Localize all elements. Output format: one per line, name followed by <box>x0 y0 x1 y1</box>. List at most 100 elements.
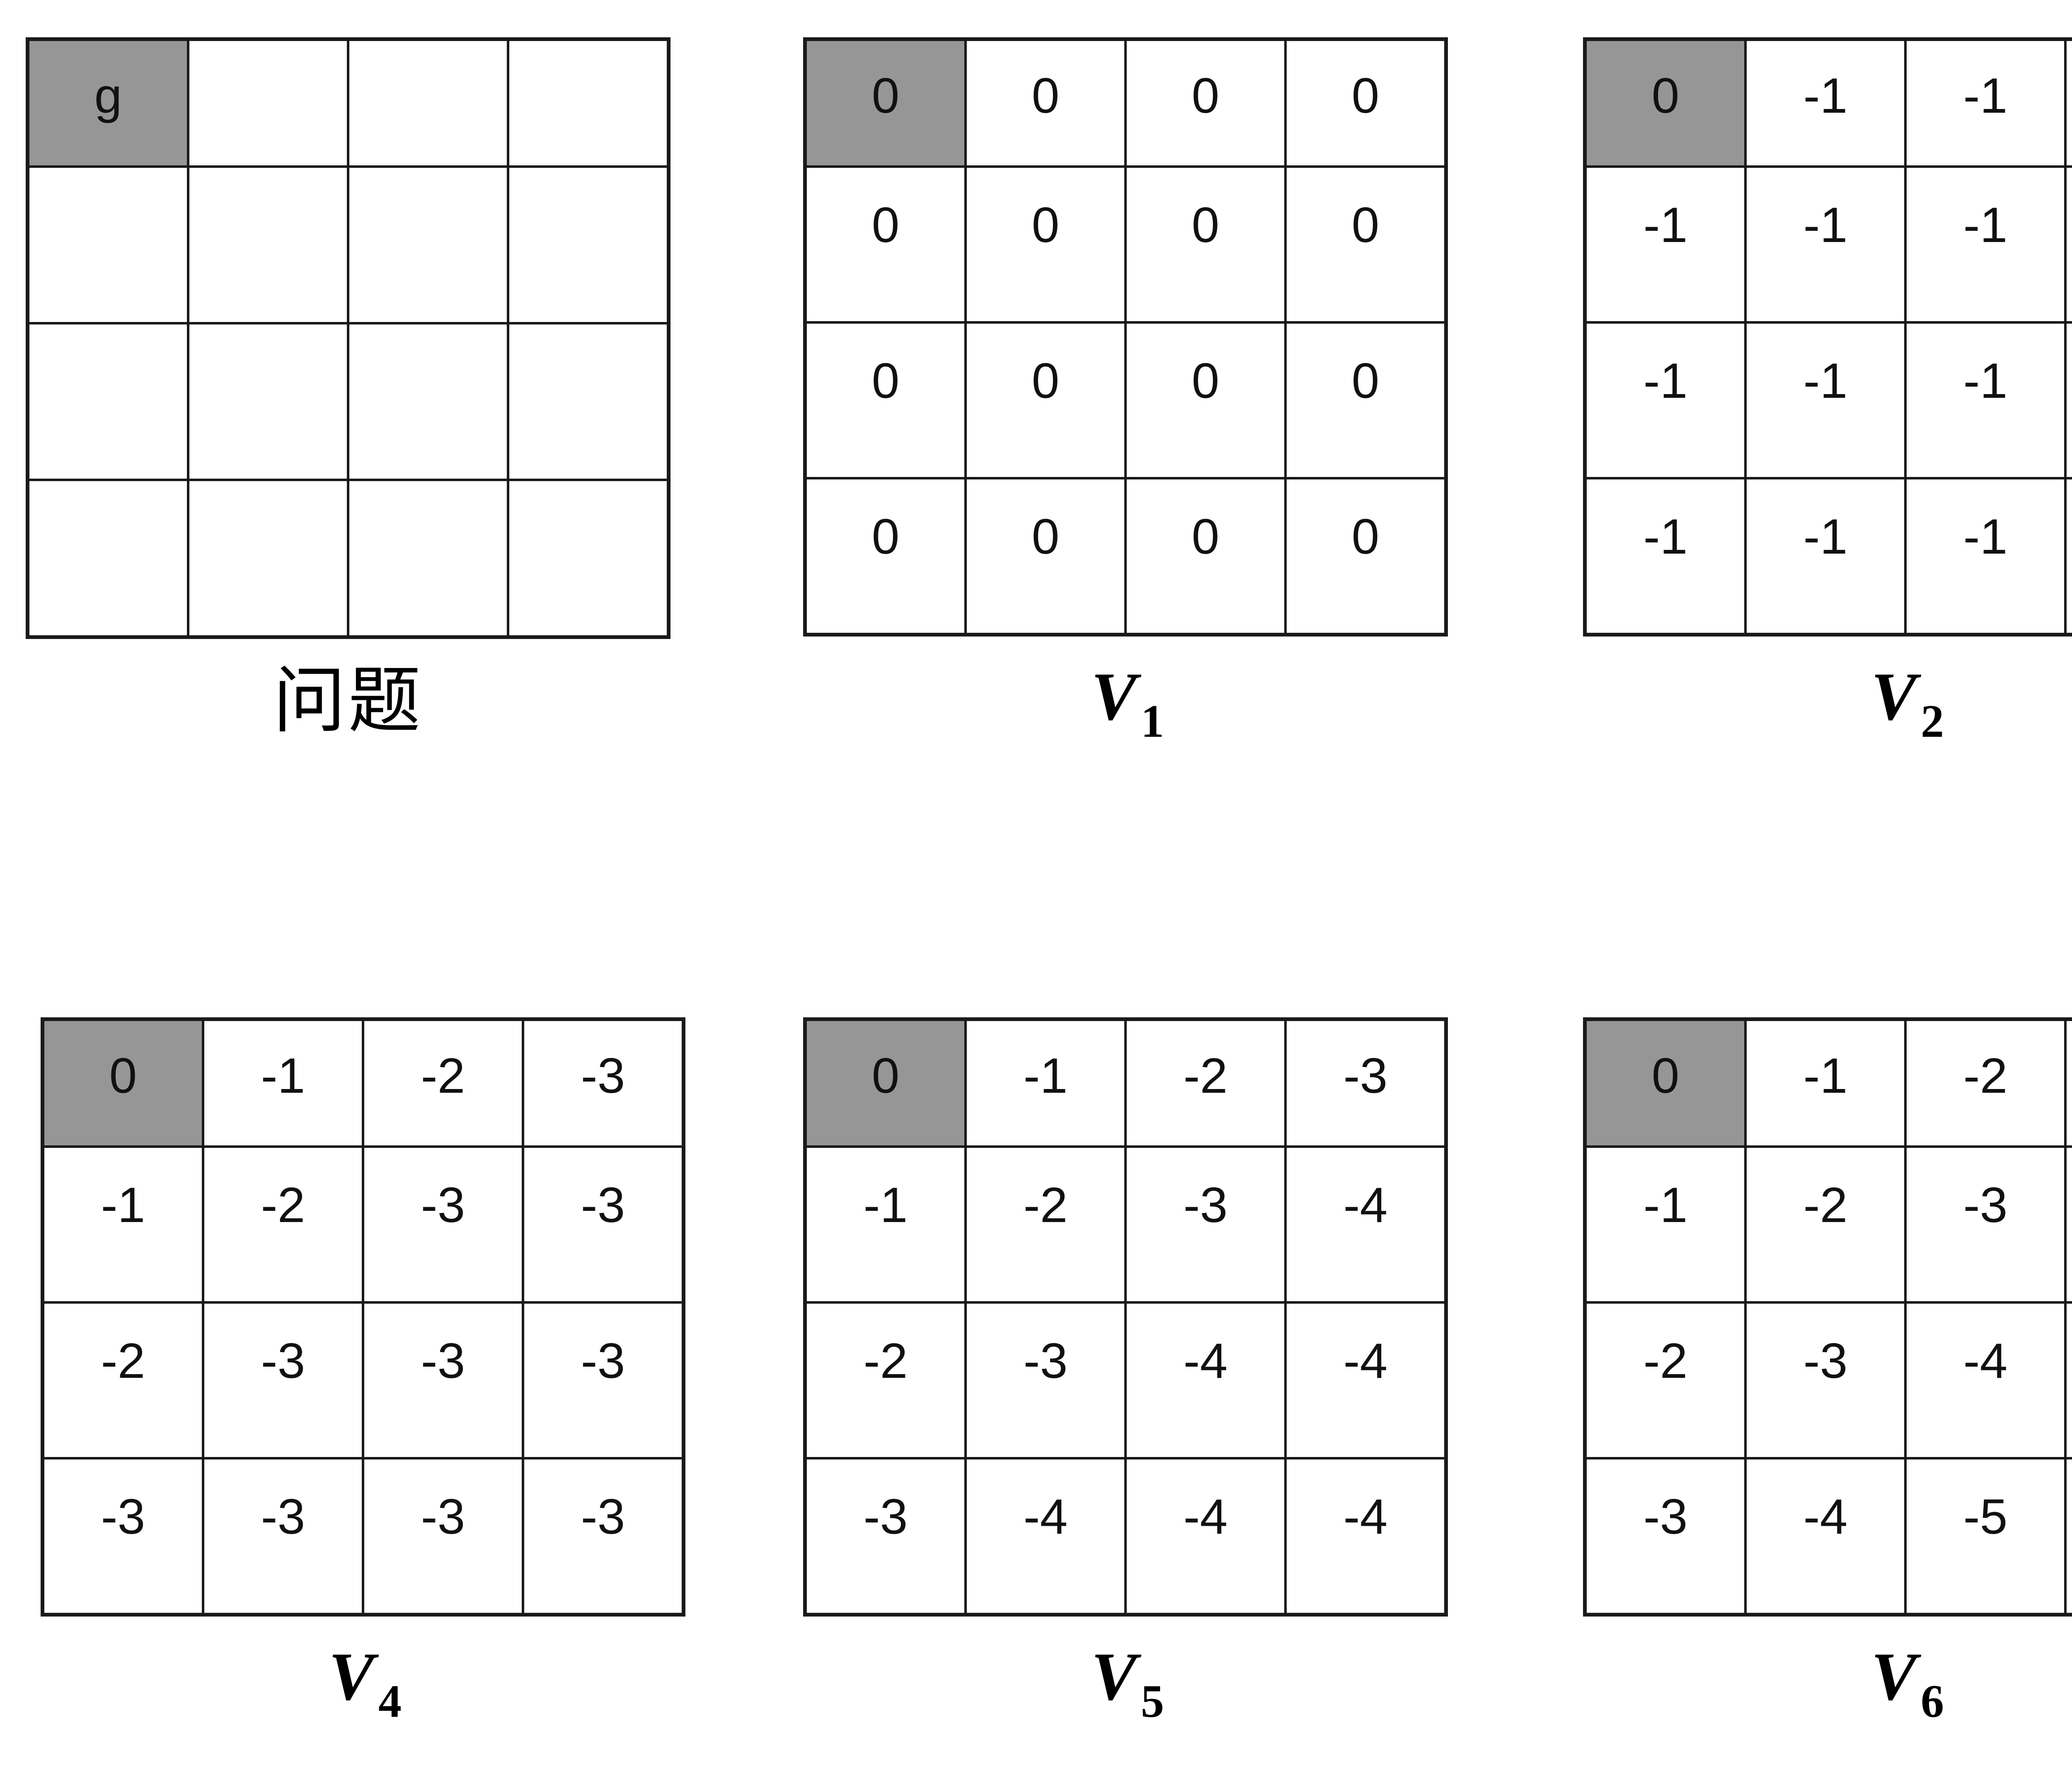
cell-value: -2 <box>1963 1048 2008 1104</box>
caption-subscript: 6 <box>1921 1676 1944 1727</box>
goal-cell: 0 <box>1583 38 1747 168</box>
grid-cell: -1 <box>1904 321 2067 479</box>
cell-value: -1 <box>2067 479 2072 561</box>
grid-cell <box>507 322 670 481</box>
grid-cell: 0 <box>804 477 967 636</box>
caption-symbol: V <box>1091 1638 1137 1714</box>
cell-value: -3 <box>421 1177 465 1233</box>
cell-value <box>189 168 347 200</box>
grid-cell: -1 <box>1583 165 1747 324</box>
grid-row <box>26 479 670 639</box>
cell-value: -2 <box>1643 1333 1688 1389</box>
grid-cell <box>187 479 349 639</box>
cell-value: -2 <box>421 1048 465 1104</box>
grid-cell: -1 <box>2064 165 2072 324</box>
cell-value: -3 <box>1343 1048 1388 1104</box>
grid-table-v5: 0-1-2-3-1-2-3-4-2-3-4-4-3-4-4-4 <box>803 1017 1448 1617</box>
grid-cell <box>347 38 509 168</box>
cell-value: -1 <box>2067 324 2072 406</box>
cell-value: 0 <box>1191 353 1220 409</box>
cell-value: 0 <box>1351 68 1380 123</box>
grid-row: -1-1-1-1 <box>1583 477 2072 636</box>
cell-value: -3 <box>421 1489 465 1544</box>
cell-value: -1 <box>1803 353 1848 409</box>
grid-table-v2: 0-1-1-1-1-1-1-1-1-1-1-1-1-1-1-1 <box>1583 37 2072 637</box>
grid-cell: -3 <box>1284 1018 1447 1148</box>
grid-cell: -3 <box>2064 1018 2072 1148</box>
grid-cell: -5 <box>1904 1457 2067 1616</box>
grid-cell: -2 <box>1904 1018 2067 1148</box>
grid-cell: -4 <box>1284 1457 1447 1616</box>
cell-value: -1 <box>863 1177 908 1233</box>
grid-cell: 0 <box>1124 477 1287 636</box>
grid-cell: -3 <box>1744 1301 1907 1459</box>
caption-symbol: V <box>1871 658 1917 734</box>
grid-cell: -1 <box>2064 321 2072 479</box>
cell-value: -5 <box>2067 1304 2072 1386</box>
cell-value: -3 <box>1643 1489 1688 1544</box>
cell-value: -3 <box>581 1048 625 1104</box>
cell-value: 0 <box>1651 68 1680 123</box>
cell-value: 0 <box>109 1048 137 1104</box>
grid-row: -1-2-3-4 <box>804 1145 1447 1304</box>
caption-symbol: V <box>328 1638 375 1714</box>
cell-value: -3 <box>261 1333 305 1389</box>
cell-value: -1 <box>1963 68 2008 123</box>
grid-cell: 0 <box>964 321 1127 479</box>
cell-value: -3 <box>1803 1333 1848 1389</box>
grid-row: -2-3-4-5 <box>1583 1301 2072 1459</box>
grid-cell <box>507 38 670 168</box>
grid-cell <box>187 38 349 168</box>
grid-row: -2-3-3-3 <box>41 1301 685 1459</box>
grid-cell: -4 <box>1124 1457 1287 1616</box>
cell-value: -1 <box>1803 509 1848 564</box>
grid-cell <box>26 479 189 639</box>
grid-cell: -1 <box>202 1018 364 1148</box>
grid-row: -1-2-3-3 <box>41 1145 685 1304</box>
cell-value: -3 <box>581 1177 625 1233</box>
grid-cell: -1 <box>1744 1018 1907 1148</box>
grid-cell: 0 <box>1284 477 1447 636</box>
grid-cell <box>507 479 670 639</box>
cell-value: 0 <box>871 353 900 409</box>
goal-cell: g <box>26 38 189 168</box>
cell-value: -1 <box>1803 197 1848 253</box>
cell-value: -1 <box>2067 168 2072 250</box>
grid-cell: -2 <box>1124 1018 1287 1148</box>
grid-cell: -3 <box>522 1018 685 1148</box>
cell-value: -2 <box>863 1333 908 1389</box>
grid-cell: -3 <box>1124 1145 1287 1304</box>
cell-value: g <box>94 68 122 123</box>
grid-cell: -3 <box>41 1457 204 1616</box>
grid-cell: 0 <box>964 165 1127 324</box>
cell-value: -3 <box>581 1489 625 1544</box>
cell-value: 0 <box>871 197 900 253</box>
cell-value: -2 <box>261 1177 305 1233</box>
cell-value <box>349 41 507 71</box>
grid-cell: -3 <box>362 1457 524 1616</box>
grid-cell: -2 <box>41 1301 204 1459</box>
grid-caption-problem: 问题 <box>273 659 423 743</box>
cell-value: 0 <box>871 68 900 123</box>
cell-value <box>189 481 347 513</box>
grid-row: 0 -1 -2 -3 <box>1583 1018 2072 1148</box>
cell-value: 0 <box>1191 509 1220 564</box>
cell-value: -4 <box>1183 1333 1228 1389</box>
grid-cell: -3 <box>362 1301 524 1459</box>
cell-value: -3 <box>101 1489 145 1544</box>
grid-cell: -1 <box>1744 321 1907 479</box>
cell-value: -1 <box>1643 1177 1688 1233</box>
cell-value: -1 <box>1963 353 2008 409</box>
cell-value: -2 <box>1803 1177 1848 1233</box>
grid-table-v4: 0-1-2-3-1-2-3-3-2-3-3-3-3-3-3-3 <box>41 1017 685 1617</box>
cell-value: -1 <box>1803 68 1848 123</box>
cell-value <box>29 324 187 357</box>
cell-value: 0 <box>1651 1048 1680 1104</box>
grid-cell: -3 <box>1904 1145 2067 1304</box>
grid-cell: -1 <box>1904 165 2067 324</box>
